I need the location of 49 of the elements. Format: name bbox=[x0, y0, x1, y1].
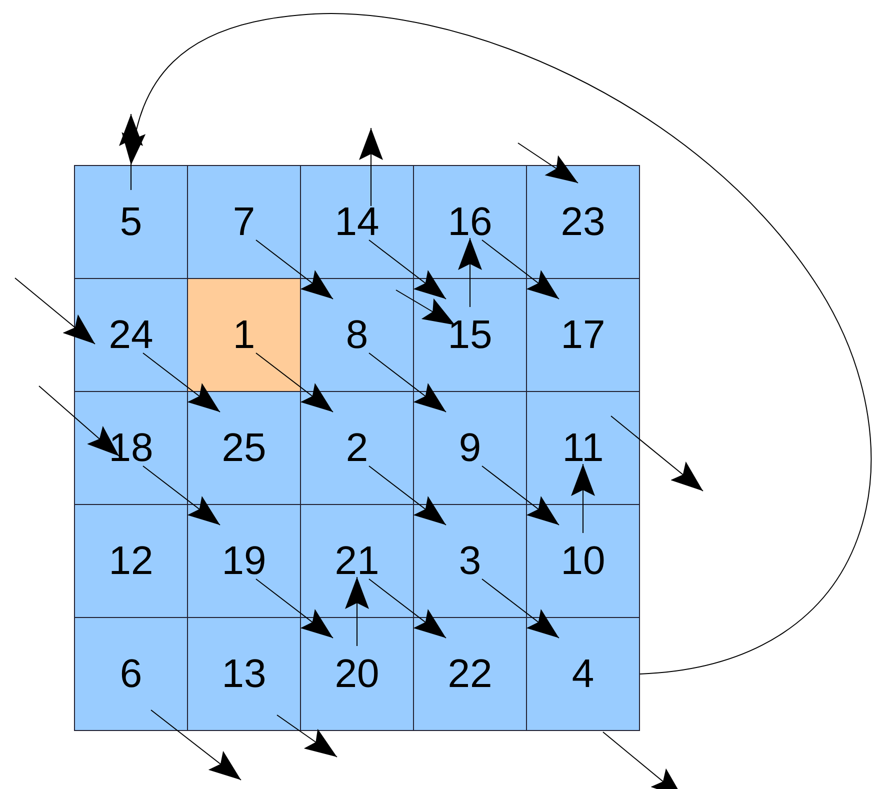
grid-cell: 6 bbox=[74, 617, 188, 731]
arrow bbox=[518, 142, 578, 184]
grid-cell: 19 bbox=[187, 504, 301, 618]
grid-cell: 25 bbox=[187, 391, 301, 505]
grid-cell: 21 bbox=[300, 504, 414, 618]
arrow bbox=[482, 240, 560, 300]
grid-cell: 13 bbox=[187, 617, 301, 731]
arrow bbox=[396, 290, 456, 326]
grid-cell: 3 bbox=[413, 504, 527, 618]
grid-cell: 15 bbox=[413, 278, 527, 392]
arrow bbox=[345, 576, 369, 646]
grid-cell: 14 bbox=[300, 165, 414, 279]
grid-cell: 23 bbox=[526, 165, 640, 279]
arrow bbox=[368, 578, 446, 638]
arrow bbox=[482, 578, 560, 638]
grid-cell: 22 bbox=[413, 617, 527, 731]
arrow bbox=[482, 466, 560, 526]
arrow bbox=[256, 578, 334, 638]
grid-cell: 10 bbox=[526, 504, 640, 618]
arrow bbox=[150, 710, 242, 780]
arrow bbox=[571, 464, 595, 534]
grid-cell: 20 bbox=[300, 617, 414, 731]
arrow bbox=[142, 466, 220, 526]
arrow bbox=[276, 714, 338, 758]
arrow bbox=[368, 352, 446, 412]
arrow bbox=[359, 128, 383, 206]
grid-cell: 8 bbox=[300, 278, 414, 392]
grid-cell: 11 bbox=[526, 391, 640, 505]
grid-cell: 9 bbox=[413, 391, 527, 505]
grid-cell: 5 bbox=[74, 165, 188, 279]
arrow bbox=[368, 466, 446, 526]
arrow bbox=[38, 386, 120, 456]
arrow bbox=[458, 238, 482, 308]
grid-cell: 1 bbox=[187, 278, 301, 392]
arrow bbox=[256, 352, 334, 412]
grid-cell: 2 bbox=[300, 391, 414, 505]
grid-cell: 7 bbox=[187, 165, 301, 279]
grid-cell: 24 bbox=[74, 278, 188, 392]
arrow bbox=[142, 352, 220, 412]
grid-cell: 18 bbox=[74, 391, 188, 505]
arrow bbox=[368, 240, 446, 300]
curved-arrow bbox=[122, 13, 872, 674]
grid-cell: 4 bbox=[526, 617, 640, 731]
arrow bbox=[256, 240, 334, 300]
arrow bbox=[14, 278, 96, 344]
grid-cell: 16 bbox=[413, 165, 527, 279]
arrow bbox=[610, 416, 704, 492]
grid-cell: 17 bbox=[526, 278, 640, 392]
grid-cell: 12 bbox=[74, 504, 188, 618]
